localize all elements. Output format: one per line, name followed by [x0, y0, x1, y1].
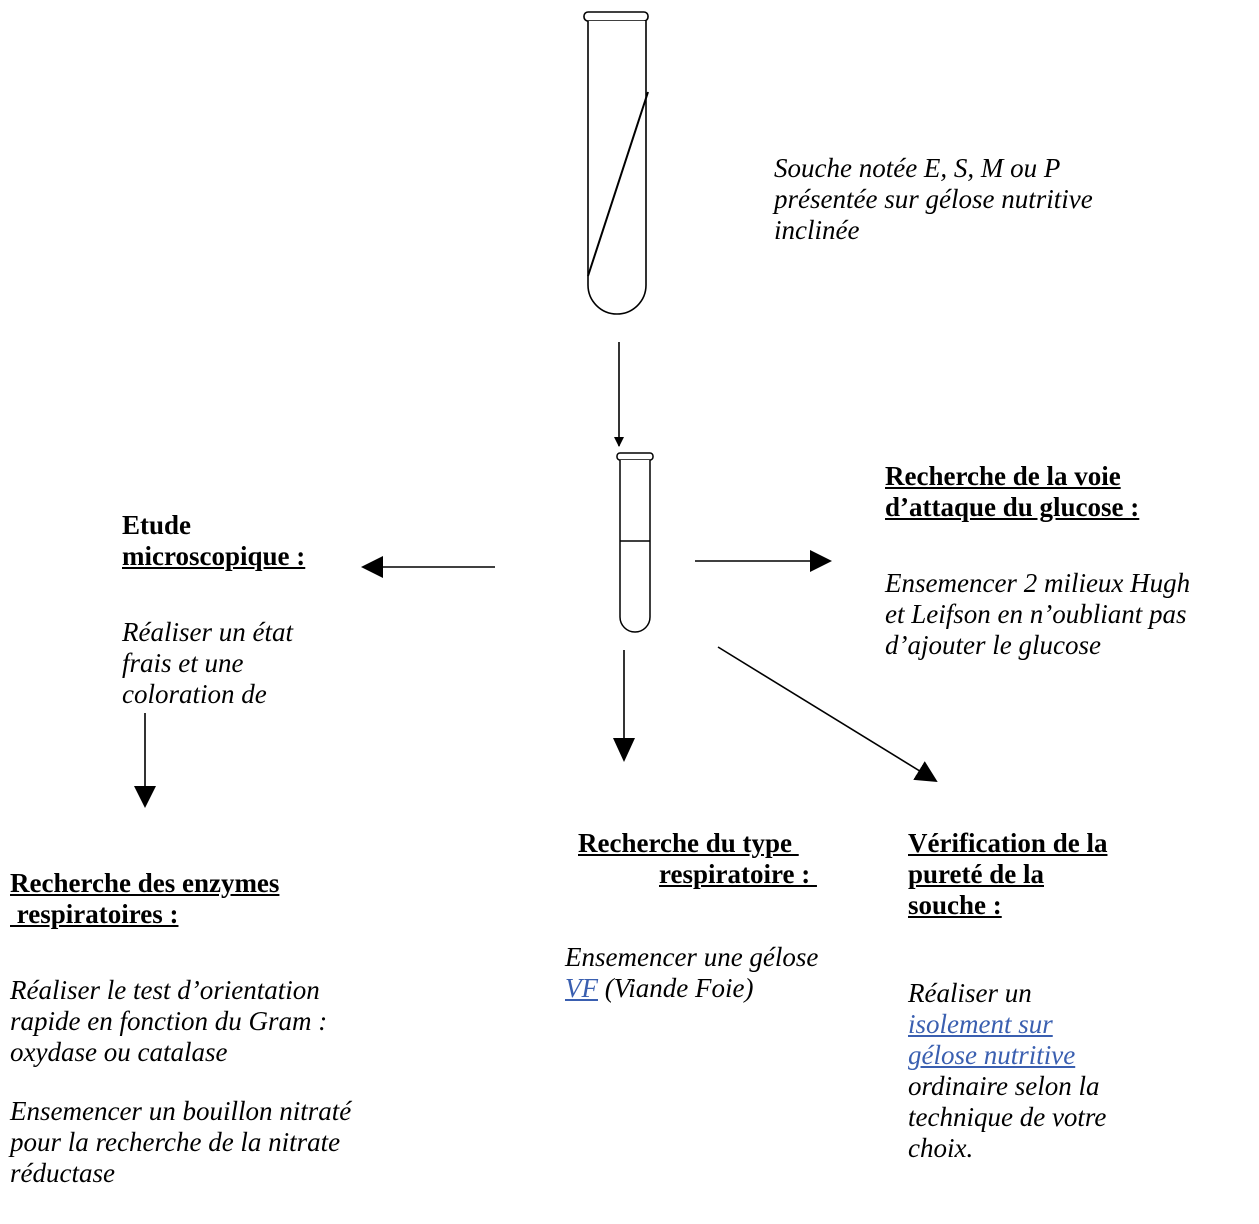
enzymes-body-line: oxydase ou catalase [10, 1037, 228, 1067]
arrow-diagonal-purity [717, 646, 938, 783]
enzymes-body-1: Réaliser le test d’orientation rapide en… [10, 975, 327, 1068]
glucose-title: d’attaque du glucose : [885, 492, 1140, 522]
enzymes-body-line: Réaliser le test d’orientation [10, 975, 320, 1005]
microscopy-body: Réaliser un état frais et une coloration… [122, 617, 293, 710]
purity-body-line: Réaliser un [908, 978, 1032, 1008]
purity-body: Réaliser un isolement sur gélose nutriti… [908, 978, 1106, 1164]
purity-title: Vérification de la [908, 828, 1108, 858]
glucose-body-line: et Leifson en n’oubliant pas [885, 599, 1187, 629]
isolation-link[interactable]: gélose nutritive [908, 1040, 1076, 1070]
respiratory-body-line: Ensemencer une gélose [565, 942, 819, 972]
enzymes-body-line: Ensemencer un bouillon nitraté [10, 1096, 352, 1126]
isolation-link[interactable]: isolement sur [908, 1009, 1053, 1039]
enzymes-block: Recherche des enzymes respiratoires : [10, 868, 279, 930]
purity-body-line: ordinaire selon la [908, 1071, 1100, 1101]
microscopy-title: Etude [122, 510, 192, 540]
vf-link[interactable]: VF [565, 973, 598, 1003]
purity-body-line: choix. [908, 1133, 974, 1163]
respiratory-body-line: VF (Viande Foie) [565, 973, 818, 1004]
caption-line: Souche notée E, S, M ou P [774, 153, 1061, 183]
glucose-block: Recherche de la voie d’attaque du glucos… [885, 461, 1139, 523]
caption-line: inclinée [774, 215, 860, 245]
microscopy-title: microscopique : [122, 541, 306, 571]
respiratory-title: Recherche du type [578, 828, 799, 858]
glucose-body-line: Ensemencer 2 milieux Hugh [885, 568, 1191, 598]
purity-block: Vérification de la pureté de la souche : [908, 828, 1107, 921]
enzymes-body-2: Ensemencer un bouillon nitraté pour la r… [10, 1096, 351, 1189]
glucose-body-line: d’ajouter le glucose [885, 630, 1101, 660]
enzymes-body-line: rapide en fonction du Gram : [10, 1006, 328, 1036]
caption-line: présentée sur gélose nutritive [774, 184, 1093, 214]
respiratory-suffix: (Viande Foie) [598, 973, 754, 1003]
microscopy-block: Etude microscopique : [122, 510, 305, 572]
enzymes-title: Recherche des enzymes [10, 868, 280, 898]
enzymes-body-line: pour la recherche de la nitrate [10, 1127, 341, 1157]
source-tube-caption: Souche notée E, S, M ou P présentée sur … [774, 153, 1093, 246]
microscopy-body-line: coloration de [122, 679, 267, 709]
glucose-title: Recherche de la voie [885, 461, 1121, 491]
purity-title: pureté de la [908, 859, 1044, 889]
respiratory-title: respiratoire : [659, 859, 817, 889]
microscopy-body-line: Réaliser un état [122, 617, 293, 647]
respiratory-block: Recherche du type respiratoire : [578, 828, 817, 890]
culture-tube-icon [616, 452, 654, 633]
microscopy-body-line: frais et une [122, 648, 244, 678]
enzymes-title: respiratoires : [10, 899, 179, 929]
purity-body-line: technique de votre [908, 1102, 1107, 1132]
arrow-to-respiratory-type-head [613, 738, 635, 762]
glucose-body: Ensemencer 2 milieux Hugh et Leifson en … [885, 568, 1190, 661]
enzymes-body-line: réductase [10, 1158, 115, 1188]
respiratory-body: Ensemencer une gélose VF (Viande Foie) [565, 942, 818, 1004]
arrow-down-enzymes-head [134, 786, 156, 808]
slant-tube-icon [583, 11, 649, 315]
purity-title: souche : [908, 890, 1002, 920]
